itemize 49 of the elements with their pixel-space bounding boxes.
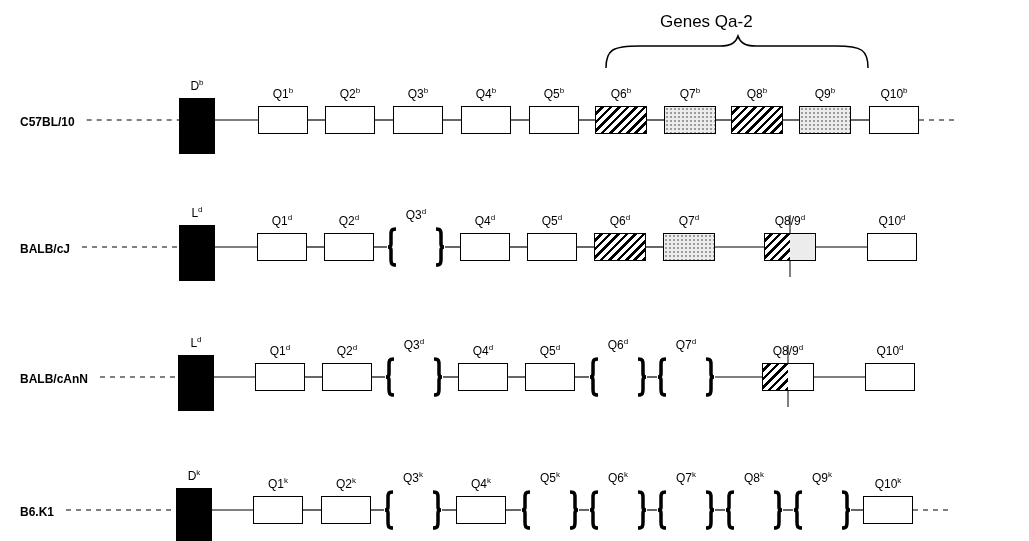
gene-label: D$^{b}$ xyxy=(189,77,205,90)
connector-line xyxy=(371,376,386,378)
connector-line xyxy=(441,509,457,511)
connector-line xyxy=(304,376,323,378)
connector-line xyxy=(646,119,665,121)
connector-line xyxy=(645,246,664,248)
connector-line xyxy=(510,119,530,121)
connector-line xyxy=(576,246,595,248)
connector-line xyxy=(214,246,258,248)
connector-line xyxy=(850,509,864,511)
connector-line xyxy=(850,119,870,121)
connector-line xyxy=(715,119,732,121)
gene-label: L$^{d}$ xyxy=(189,334,203,347)
connector-line xyxy=(578,509,590,511)
connector-line xyxy=(782,119,800,121)
connector-line xyxy=(211,509,254,511)
connector-line xyxy=(302,509,322,511)
connector-line xyxy=(578,119,596,121)
connector-line xyxy=(714,376,763,378)
connector-line xyxy=(782,509,794,511)
connector-line xyxy=(306,246,325,248)
gene-label: L$^{d}$ xyxy=(190,204,204,217)
group-label: Genes Qa-2 xyxy=(660,12,753,32)
connector-line xyxy=(507,376,526,378)
connector-line xyxy=(373,246,388,248)
connector-line xyxy=(574,376,590,378)
dashed-line xyxy=(86,119,180,121)
connector-line xyxy=(714,246,765,248)
connector-line xyxy=(307,119,326,121)
connector-line xyxy=(505,509,522,511)
connector-line xyxy=(213,376,256,378)
strain-label: B6.K1 xyxy=(20,505,54,519)
connector-line xyxy=(442,119,462,121)
connector-line xyxy=(815,246,868,248)
strain-label: C57BL/10 xyxy=(20,115,75,129)
connector-line xyxy=(509,246,528,248)
dashed-line xyxy=(81,246,180,248)
connector-line xyxy=(214,119,259,121)
connector-line xyxy=(714,509,726,511)
connector-line xyxy=(646,376,658,378)
connector-line xyxy=(444,246,461,248)
strain-label: BALB/cAnN xyxy=(20,372,88,386)
connector-line xyxy=(646,509,658,511)
gene-label: D$^{k}$ xyxy=(186,467,202,480)
connector-line xyxy=(442,376,459,378)
strain-label: BALB/cJ xyxy=(20,242,70,256)
connector-line xyxy=(813,376,866,378)
connector-line xyxy=(370,509,385,511)
connector-line xyxy=(374,119,394,121)
